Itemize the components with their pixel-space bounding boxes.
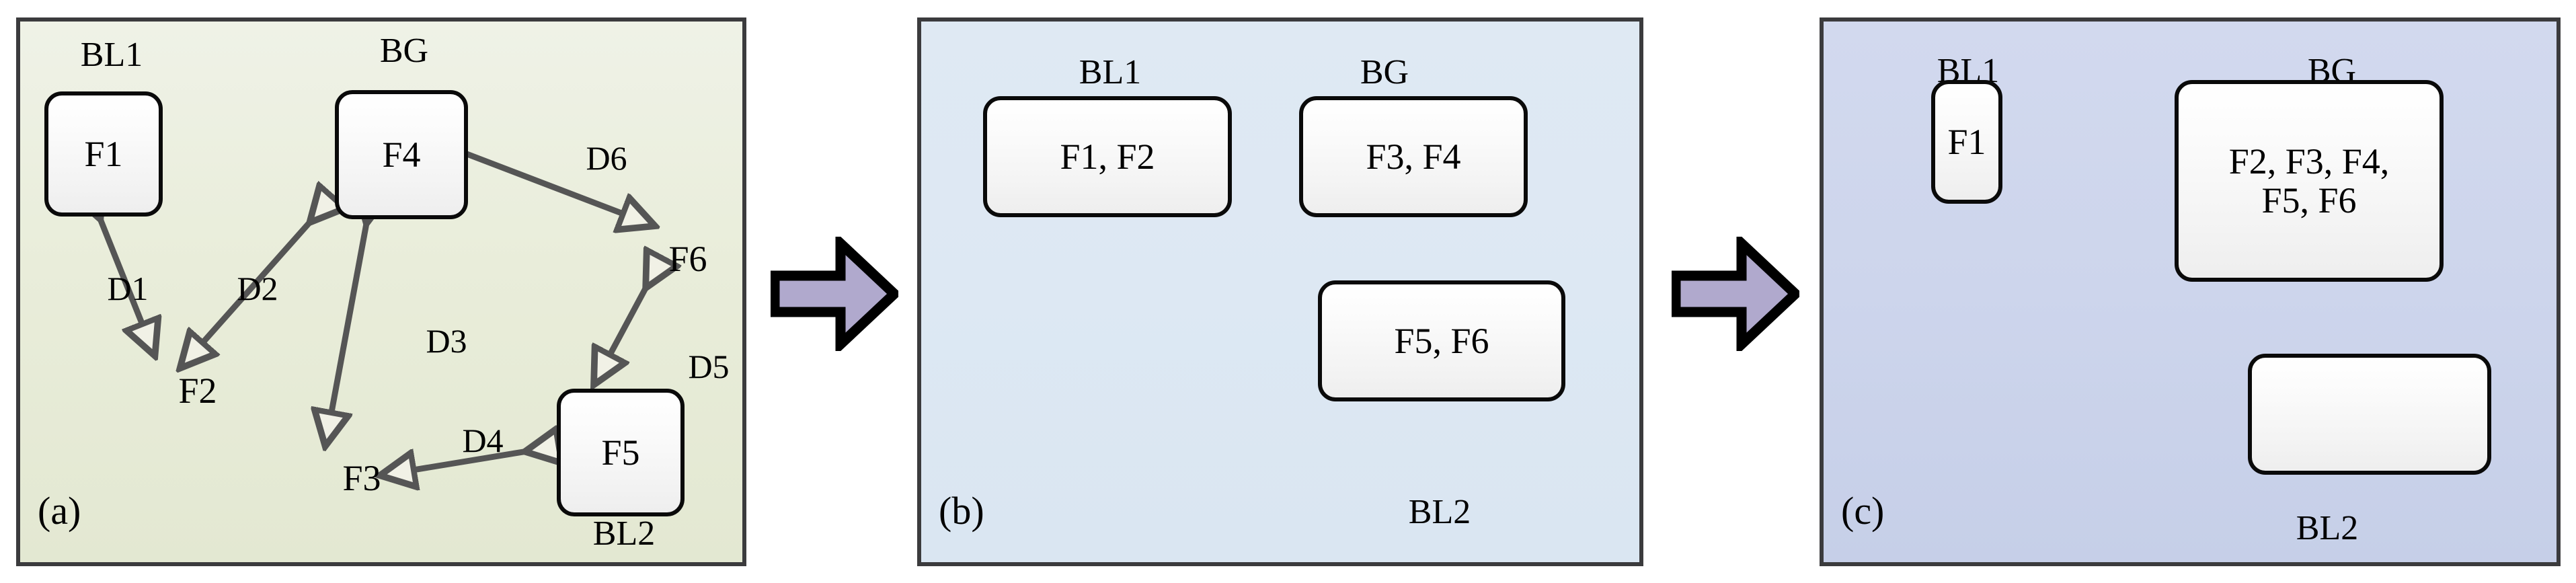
group-label-bl2-b: BL2 bbox=[1408, 493, 1471, 531]
panel-caption-a: (a) bbox=[38, 489, 81, 533]
edge-label-d4: D4 bbox=[462, 422, 504, 459]
node-box-f4-a[interactable]: F4 bbox=[335, 90, 468, 219]
group-box-bl1-b[interactable]: F1, F2 bbox=[983, 96, 1232, 217]
edge-label-d5: D5 bbox=[688, 348, 730, 385]
panel-caption-b: (b) bbox=[939, 489, 984, 533]
edge-D4 bbox=[385, 451, 530, 474]
edge-D5 bbox=[596, 284, 648, 381]
transition-arrow-a-to-b-icon bbox=[771, 237, 898, 351]
group-box-bl2-c[interactable] bbox=[2248, 354, 2491, 475]
group-box-bl1-c[interactable]: F1 bbox=[1931, 80, 2002, 204]
group-label-bl1-b: BL1 bbox=[1079, 53, 1142, 91]
group-label-bl2-c: BL2 bbox=[2296, 509, 2359, 547]
edge-label-d2: D2 bbox=[237, 270, 278, 307]
group-box-bg-c[interactable]: F2, F3, F4, F5, F6 bbox=[2175, 80, 2444, 282]
edge-label-d3: D3 bbox=[426, 322, 467, 360]
edge-label-d6: D6 bbox=[586, 139, 627, 177]
node-label-f2-a: F2 bbox=[178, 371, 217, 411]
panel-c: BL1 BG BL2 F1 F2, F3, F4, F5, F6 (c) bbox=[1820, 17, 2561, 566]
transition-arrow-b-to-c-icon bbox=[1672, 237, 1799, 351]
panel-caption-c: (c) bbox=[1841, 489, 1885, 533]
group-box-bl2-b[interactable]: F5, F6 bbox=[1318, 280, 1565, 401]
group-label-bg-a: BG bbox=[379, 32, 429, 70]
panel-a: BL1 BG BL2 F1 F4 F5 F2 F3 F6 D1 D2 D3 D4… bbox=[16, 17, 746, 566]
group-box-bg-b[interactable]: F3, F4 bbox=[1299, 96, 1528, 217]
node-label-f6-a: F6 bbox=[668, 239, 707, 279]
group-label-bg-b: BG bbox=[1360, 53, 1409, 91]
group-label-bl1-a: BL1 bbox=[80, 36, 143, 74]
node-box-f1-a[interactable]: F1 bbox=[44, 91, 163, 217]
node-box-f5-a[interactable]: F5 bbox=[557, 389, 685, 516]
group-label-bl2-a: BL2 bbox=[592, 514, 656, 553]
node-label-f3-a: F3 bbox=[342, 458, 381, 498]
panel-b: BL1 BG BL2 F1, F2 F3, F4 F5, F6 (b) bbox=[917, 17, 1643, 566]
edge-D3 bbox=[326, 219, 367, 442]
edge-label-d1: D1 bbox=[107, 270, 149, 307]
